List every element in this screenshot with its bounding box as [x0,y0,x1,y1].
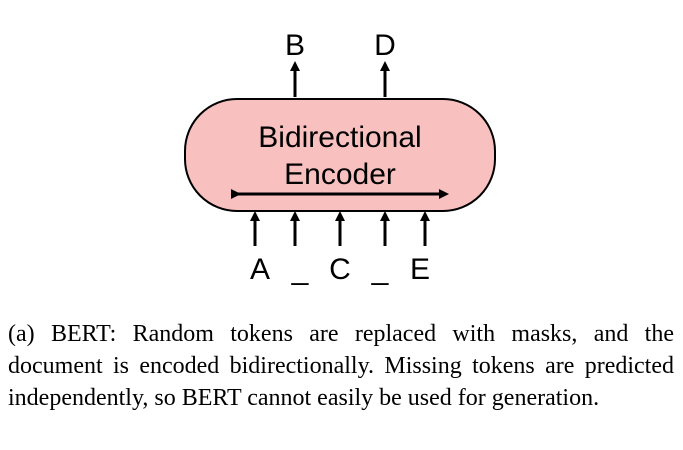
figure-caption: (a) BERT: Random tokens are replaced wit… [8,321,674,411]
input-token-mask-2: _ [371,253,390,286]
output-token-d: D [374,29,396,62]
encoder-label-line1: Bidirectional [258,121,421,154]
input-token-a: A [250,253,270,286]
input-token-mask-1: _ [291,253,310,286]
output-token-b: B [285,29,305,62]
input-token-c: C [329,253,351,286]
input-token-e: E [410,253,430,286]
encoder-label-line2: Encoder [284,158,396,191]
bert-diagram: B D Bidirectional Encoder A _ C _ E [184,29,496,286]
